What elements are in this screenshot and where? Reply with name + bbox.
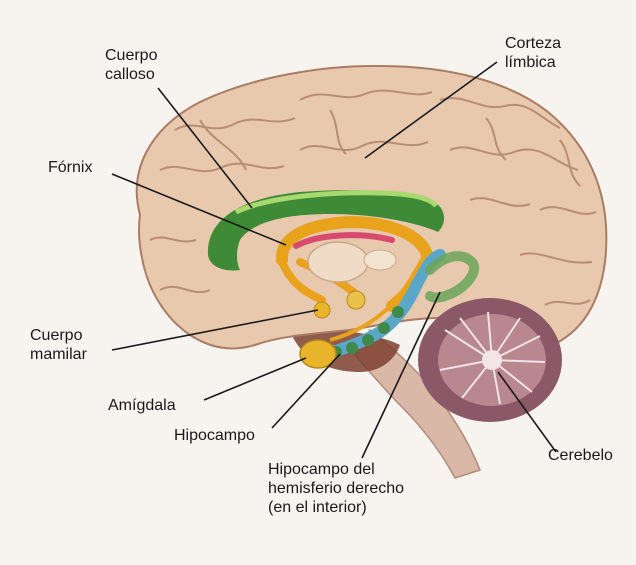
mammillary-body-2 <box>347 291 365 309</box>
thalamus <box>308 242 368 282</box>
cerebellum <box>418 298 562 422</box>
leader-amygdala <box>204 358 306 400</box>
label-amygdala: Amígdala <box>108 397 176 414</box>
label-limbic-cortex: Corteza límbica <box>505 35 565 71</box>
pineal <box>364 250 396 270</box>
label-mammillary-body: Cuerpo mamilar <box>30 327 88 363</box>
label-right-hippocampus: Hipocampo del hemisferio derecho (en el … <box>268 461 409 516</box>
label-hippocampus: Hipocampo <box>174 427 255 444</box>
label-corpus-callosum: Cuerpo calloso <box>105 47 162 83</box>
label-fornix: Fórnix <box>48 159 92 176</box>
label-cerebellum: Cerebelo <box>548 447 613 464</box>
